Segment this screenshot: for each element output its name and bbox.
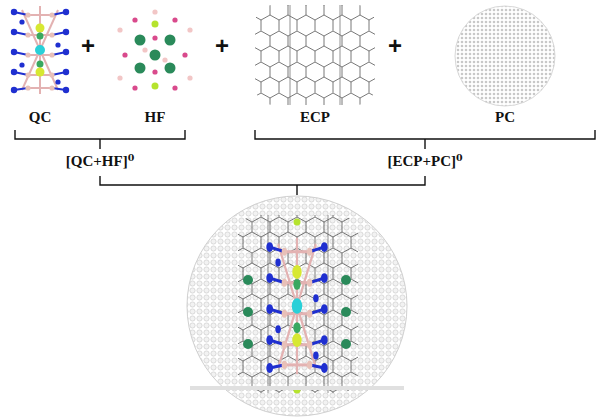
- ecp-cage: [255, 5, 375, 105]
- part-label: PC: [495, 108, 515, 126]
- hf-atoms: [117, 9, 192, 90]
- part-label: [ECP+PC]⁰: [387, 152, 462, 170]
- part-label: QC: [29, 108, 52, 126]
- part-label: [QC+HF]⁰: [66, 152, 134, 170]
- pc-sphere: [455, 6, 555, 106]
- plus-sign: +: [81, 32, 95, 61]
- plus-sign: +: [388, 32, 402, 61]
- qc-molecule: [11, 6, 69, 94]
- part-label: ECP: [300, 108, 330, 126]
- grouping-bracket: [15, 130, 595, 195]
- plus-sign: +: [215, 32, 229, 61]
- part-label: HF: [145, 108, 166, 126]
- embedded-cluster: [187, 196, 407, 416]
